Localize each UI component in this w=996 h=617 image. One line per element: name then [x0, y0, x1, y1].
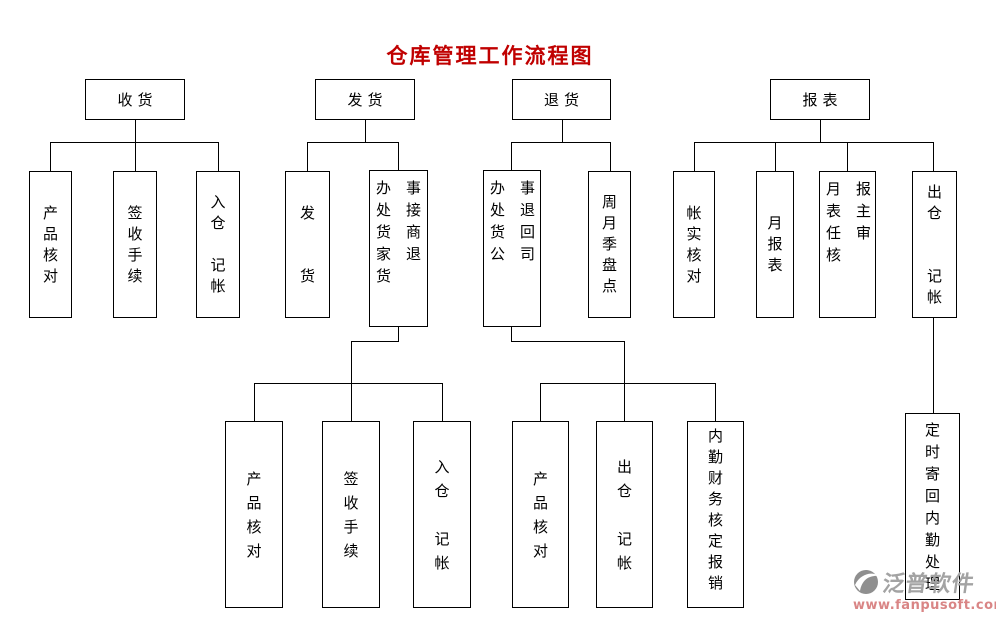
- connector-line: [307, 142, 308, 171]
- node-account-reality-check: 帐 实 核 对: [673, 171, 715, 318]
- connector-line: [351, 341, 352, 421]
- node-office-return-to-company: 办事 处退 货回 公司: [483, 170, 541, 327]
- node-warehouse-in-bookkeeping-2: 入 仓 记 帐: [413, 421, 471, 608]
- node-sign-procedure-2: 签 收 手 续: [322, 421, 380, 608]
- node-sign-procedure: 签 收 手 续: [113, 171, 157, 318]
- node-product-check-3: 产 品 核 对: [512, 421, 569, 608]
- node-product-check: 产 品 核 对: [29, 171, 72, 318]
- connector-line: [694, 142, 695, 171]
- connector-line: [847, 142, 848, 171]
- connector-line: [933, 318, 934, 413]
- connector-line: [511, 327, 512, 341]
- node-reports: 报表: [770, 79, 870, 120]
- connector-line: [398, 327, 399, 341]
- node-ship-goods: 发 货: [285, 171, 330, 318]
- connector-line: [624, 341, 625, 421]
- node-report-director-review: 月报 表主 任审 核: [819, 171, 876, 318]
- fanpu-swoosh-logo-icon: [854, 570, 879, 594]
- node-returns: 退货: [512, 79, 611, 120]
- node-monthly-report: 月 报 表: [756, 171, 794, 318]
- node-dispatch: 发货: [315, 79, 415, 120]
- watermark-brand-text: 泛普软件: [880, 572, 977, 597]
- connector-line: [135, 120, 136, 142]
- connector-line: [562, 120, 563, 142]
- node-send-back-to-back-office: 定 时 寄 回 内 勤 处 理: [905, 413, 960, 600]
- watermark-brand-row: 泛普软件: [853, 567, 996, 597]
- connector-line: [540, 383, 715, 384]
- connector-line: [511, 142, 610, 143]
- node-office-receive-merchant-returns: 办事 处接 货商 家退 货: [369, 170, 428, 327]
- connector-line: [351, 341, 399, 342]
- connector-line: [511, 341, 624, 342]
- connector-line: [398, 142, 399, 170]
- connector-line: [933, 142, 934, 171]
- node-warehouse-out-bookkeeping-2: 出 仓 记 帐: [596, 421, 653, 608]
- connector-line: [50, 142, 51, 171]
- node-warehouse-in-bookkeeping: 入 仓 记 帐: [196, 171, 240, 318]
- connector-line: [254, 383, 442, 384]
- connector-line: [775, 142, 776, 171]
- connector-line: [820, 120, 821, 142]
- connector-line: [511, 142, 512, 170]
- watermark-url-text: www.fanpusoft.com: [853, 598, 996, 613]
- connector-line: [135, 142, 136, 171]
- connector-line: [694, 142, 934, 143]
- watermark: 泛普软件 www.fanpusoft.com: [853, 567, 996, 615]
- node-back-office-finance-expense-approval: 内 勤 财 务 核 定 报 销: [687, 421, 744, 608]
- node-receiving: 收货: [85, 79, 185, 120]
- connector-line: [442, 383, 443, 421]
- connector-line: [50, 142, 218, 143]
- connector-line: [540, 383, 541, 421]
- connector-line: [254, 383, 255, 421]
- node-warehouse-out-bookkeeping: 出 仓 记 帐: [912, 171, 957, 318]
- diagram-title: 仓库管理工作流程图: [386, 44, 594, 68]
- connector-line: [715, 383, 716, 421]
- node-product-check-2: 产 品 核 对: [225, 421, 283, 608]
- connector-line: [218, 142, 219, 171]
- connector-line: [307, 142, 398, 143]
- node-periodic-stocktake: 周 月 季 盘 点: [588, 171, 631, 318]
- connector-line: [365, 120, 366, 142]
- connector-line: [610, 142, 611, 171]
